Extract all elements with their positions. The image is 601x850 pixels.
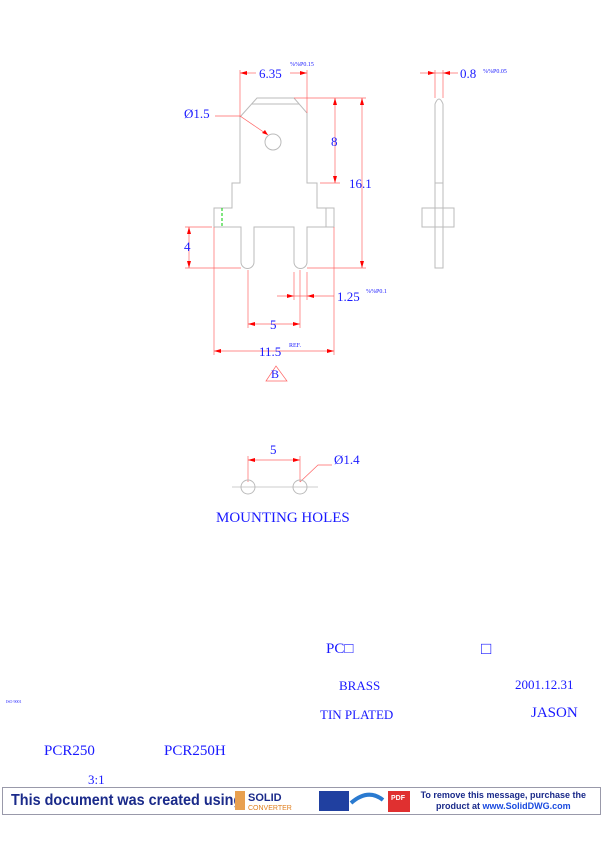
dim-thickness-tol: %%P0.05	[483, 69, 507, 75]
dim-pin-len: 4	[184, 239, 191, 254]
dim-overall-width-note: REF.	[289, 343, 302, 349]
mounting-holes	[240, 479, 308, 495]
watermark-banner: This document was created using SOLID CO…	[2, 787, 601, 815]
svg-text:CONVERTER: CONVERTER	[248, 805, 292, 812]
arrowheads	[187, 71, 450, 462]
tb-code: PC□	[326, 641, 354, 657]
banner-remove-line1: To remove this message, purchase the	[420, 790, 586, 800]
tb-date: 2001.12.31	[515, 677, 574, 692]
tb-box: □	[481, 639, 492, 658]
tb-part-no-2: PCR250H	[164, 743, 226, 759]
tb-finish: TIN PLATED	[320, 707, 394, 722]
tb-drawn-by: JASON	[531, 705, 578, 721]
dim-upper-len: 8	[331, 134, 338, 149]
dim-total-len: 16.1	[349, 176, 372, 191]
banner-text: This document was created using	[11, 792, 243, 809]
dim-pin-width: 1.25	[337, 289, 360, 304]
dim-overall-width: 11.5	[259, 344, 282, 359]
mount-pitch: 5	[270, 442, 277, 457]
banner-url-link[interactable]: www.SolidDWG.com	[482, 801, 571, 811]
banner-remove-prefix: product at	[435, 801, 483, 811]
front-view-outline	[213, 97, 335, 269]
dim-thickness: 0.8	[460, 66, 477, 81]
hole-circle	[264, 133, 282, 151]
tb-material: BRASS	[339, 678, 381, 693]
svg-text:SOLID: SOLID	[248, 792, 282, 804]
side-view-outline	[421, 98, 455, 269]
dim-pin-width-tol: %%P0.1	[366, 289, 387, 295]
mount-hole-dia: Ø1.4	[334, 452, 360, 467]
svg-text:PDF: PDF	[391, 795, 406, 802]
dim-pin-pitch: 5	[270, 317, 277, 332]
dim-width-top: 6.35	[259, 66, 282, 81]
tb-iso: ISO 9001	[6, 699, 22, 704]
dim-hole-dia: Ø1.5	[184, 106, 210, 121]
solid-converter-logo-icon: SOLID CONVERTER PDF	[235, 791, 410, 812]
banner-remove-message: To remove this message, purchase the pro…	[421, 790, 586, 812]
mounting-holes-title: MOUNTING HOLES	[216, 510, 350, 526]
view-label: B	[271, 367, 280, 381]
tb-scale: 3:1	[88, 772, 105, 787]
tb-part-no-1: PCR250	[44, 743, 95, 759]
dimension-lines	[185, 70, 458, 488]
dim-width-top-tol: %%P0.15	[290, 62, 314, 68]
